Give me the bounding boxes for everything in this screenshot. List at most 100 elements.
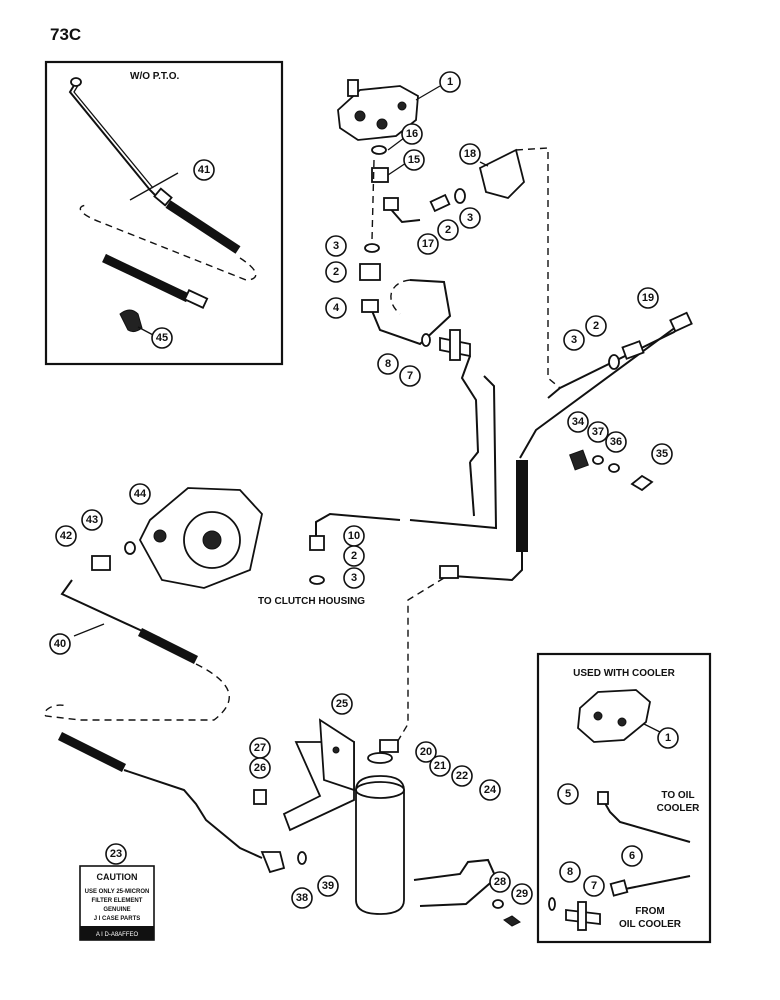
fitting-42 [91, 555, 111, 571]
callout-34: 34 [567, 411, 589, 433]
tee-7-cooler-branch [577, 901, 587, 931]
from-oil-cooler-label-1: FROM [635, 906, 664, 917]
valve-port [593, 711, 603, 721]
callout-27: 27 [249, 737, 271, 759]
callout-2: 2 [325, 261, 347, 283]
callout-18: 18 [459, 143, 481, 165]
fitting-2-left [359, 263, 381, 281]
caution-tag-band [80, 926, 154, 940]
svg-text:26: 26 [254, 762, 266, 774]
svg-text:5: 5 [565, 788, 571, 800]
elbow-nut [383, 197, 399, 211]
tube-return [409, 375, 498, 530]
tube-5-nut [597, 791, 609, 805]
pto-tube [68, 81, 159, 199]
valve-port [376, 118, 388, 130]
fitting-2-clutch [309, 535, 325, 551]
svg-text:24: 24 [484, 784, 497, 796]
hose-40-dashed [43, 663, 230, 721]
fitting-20 [379, 739, 399, 753]
callout-17: 17 [417, 233, 439, 255]
tube-19-nut [669, 311, 693, 333]
svg-text:8: 8 [567, 866, 573, 878]
pump-assembly [43, 487, 307, 874]
callout-3: 3 [459, 207, 481, 229]
svg-text:17: 17 [422, 238, 434, 250]
callout-24: 24 [479, 779, 501, 801]
svg-text:16: 16 [406, 128, 418, 140]
callout-28: 28 [489, 871, 511, 893]
valve-boss [347, 79, 359, 97]
tee-18 [478, 148, 525, 200]
inset-without-pto: W/O P.T.O. [44, 60, 284, 366]
callout-37: 37 [587, 421, 609, 443]
callout-7: 7 [399, 365, 421, 387]
svg-text:45: 45 [156, 332, 168, 344]
elbow-38 [260, 851, 286, 874]
valve-port [617, 717, 627, 727]
svg-text:18: 18 [464, 148, 476, 160]
callout-1: 1 [439, 71, 461, 93]
to-oil-cooler-label-1: TO OIL [661, 790, 694, 801]
leader-15 [387, 162, 407, 176]
fitting-15 [371, 167, 389, 183]
svg-text:41: 41 [198, 164, 210, 176]
callout-45: 45 [151, 327, 173, 349]
caution-line: GENUINE [103, 907, 130, 913]
callout-26: 26 [249, 757, 271, 779]
pump-shaft [202, 530, 222, 550]
svg-text:29: 29 [516, 888, 528, 900]
strap-24 [413, 858, 498, 907]
svg-text:7: 7 [591, 880, 597, 892]
svg-text:44: 44 [134, 488, 147, 500]
callout-38: 38 [291, 887, 313, 909]
pump-port [153, 529, 167, 543]
tube-to-fitting-38 [123, 769, 263, 859]
inset-frame [44, 60, 284, 366]
clamp-45 [119, 309, 143, 333]
callout-8-cooler: 8 [559, 861, 581, 883]
tube-6-nut [609, 879, 629, 897]
callout-3: 3 [563, 329, 585, 351]
hose-40 [137, 627, 199, 665]
tube-40 [60, 579, 161, 639]
inset-title-with-cooler: USED WITH COOLER [573, 668, 675, 679]
callout-21: 21 [429, 755, 451, 777]
page-label: 73C [50, 25, 81, 44]
tube-fitting [153, 187, 173, 207]
valve-port [354, 110, 366, 122]
o-ring-3-clutch [309, 575, 325, 585]
hose-continuation-dashed [79, 204, 257, 281]
leader-1 [415, 85, 441, 101]
svg-text:2: 2 [333, 266, 339, 278]
caution-line: FILTER ELEMENT [92, 898, 143, 904]
leader-18 [479, 161, 489, 167]
fitting-2 [429, 193, 451, 213]
callout-39: 39 [317, 875, 339, 897]
tube-7-down [460, 355, 480, 463]
svg-text:3: 3 [351, 572, 357, 584]
svg-text:34: 34 [572, 416, 585, 428]
svg-text:25: 25 [336, 698, 348, 710]
o-ring-39 [297, 851, 307, 865]
o-ring-3-right [608, 354, 620, 370]
o-ring-16 [371, 145, 387, 155]
fitting-2-right [621, 340, 645, 360]
dashed-to-filter [395, 577, 445, 745]
caution-line: J I CASE PARTS [94, 916, 141, 922]
tube-4-nut [361, 299, 379, 313]
o-ring-8-cooler [548, 897, 556, 911]
svg-text:4: 4 [333, 302, 340, 314]
hose-41-lower [102, 253, 190, 303]
callout-36: 36 [605, 431, 627, 453]
nut-29 [503, 915, 521, 927]
svg-text:20: 20 [420, 746, 432, 758]
svg-text:35: 35 [656, 448, 668, 460]
tube-nut [70, 77, 82, 87]
callout-7-cooler: 7 [583, 875, 605, 897]
bolt-35 [630, 474, 654, 492]
inset-with-cooler: USED WITH COOLER TO OIL COOLER FROM OIL … [536, 652, 712, 944]
o-ring-8 [421, 333, 431, 347]
filter-22 [355, 775, 405, 915]
